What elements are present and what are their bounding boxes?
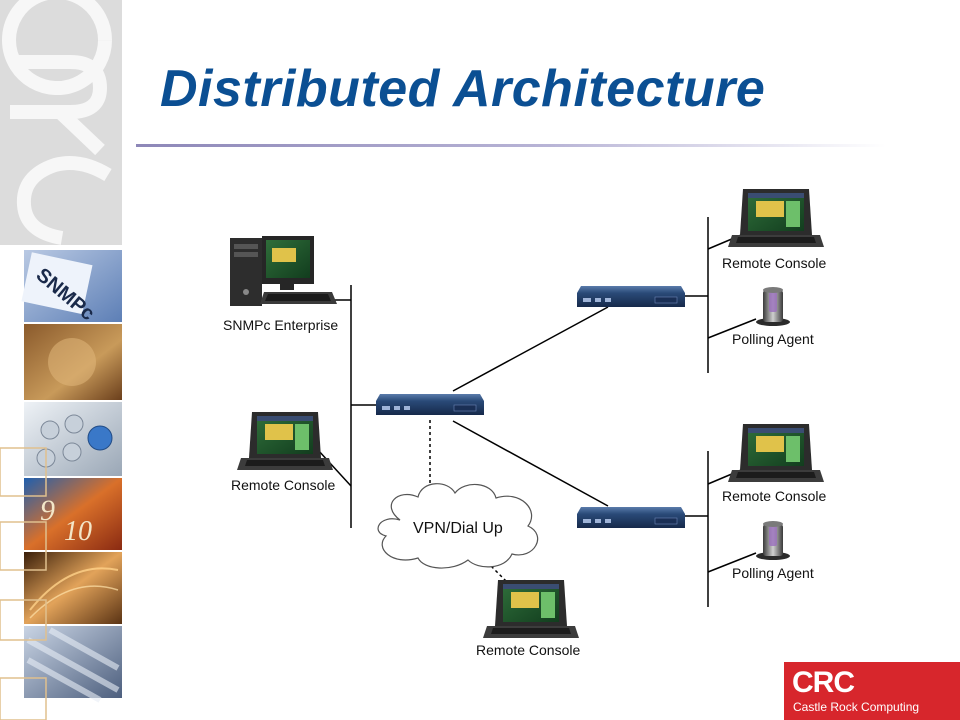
remote-console-label: Remote Console xyxy=(476,642,581,658)
central-to-bottom-router-link xyxy=(452,420,609,507)
laptop-icon xyxy=(728,189,824,247)
left-decorative-strip: SNMPc 9 10 xyxy=(0,0,122,720)
vpn-dial-up-label: VPN/Dial Up xyxy=(413,520,503,537)
bottom-right-router-icon xyxy=(576,506,686,529)
vpn-console-link xyxy=(486,561,509,584)
phone-keypad-photo xyxy=(24,402,122,476)
keyboard-photo: SNMPc xyxy=(21,250,122,325)
strip-frames xyxy=(0,447,47,720)
polling-agent-device-icon xyxy=(756,287,790,326)
top-right-router-icon xyxy=(576,285,686,308)
cloud-icon xyxy=(377,483,539,569)
local-console-link xyxy=(317,449,352,487)
laptop-icon xyxy=(483,580,579,638)
svg-text:10: 10 xyxy=(64,516,92,547)
network-links xyxy=(317,217,757,607)
crc-logo: CRC Castle Rock Computing xyxy=(784,662,960,720)
company-name: Castle Rock Computing xyxy=(793,700,920,714)
central-to-top-router-link xyxy=(452,306,609,392)
crc-watermark xyxy=(0,0,122,245)
desktop-workstation-icon xyxy=(230,236,337,306)
keyboard-keys-photo xyxy=(24,626,122,703)
fiber-optic-photo xyxy=(24,552,122,624)
office-photo xyxy=(24,324,122,400)
remote-console-label: Remote Console xyxy=(722,255,827,271)
polling-agent-device-icon xyxy=(756,521,790,560)
clock-photo: 9 10 xyxy=(24,478,122,550)
polling-agent-label: Polling Agent xyxy=(732,331,814,347)
crc-logo-mark: CRC xyxy=(792,666,855,699)
polling-agent-label: Polling Agent xyxy=(732,565,814,581)
central-router-icon xyxy=(375,393,485,416)
top-agent-link xyxy=(707,318,757,339)
slide-title: Distributed Architecture xyxy=(160,60,766,118)
bottom-agent-link xyxy=(707,552,757,573)
svg-text:9: 9 xyxy=(40,494,55,527)
laptop-icon xyxy=(237,412,333,470)
title-underline xyxy=(136,144,886,147)
remote-console-label: Remote Console xyxy=(722,488,827,504)
remote-console-label: Remote Console xyxy=(231,477,336,493)
snmpc-enterprise-label: SNMPc Enterprise xyxy=(223,317,339,333)
laptop-icon xyxy=(728,424,824,482)
